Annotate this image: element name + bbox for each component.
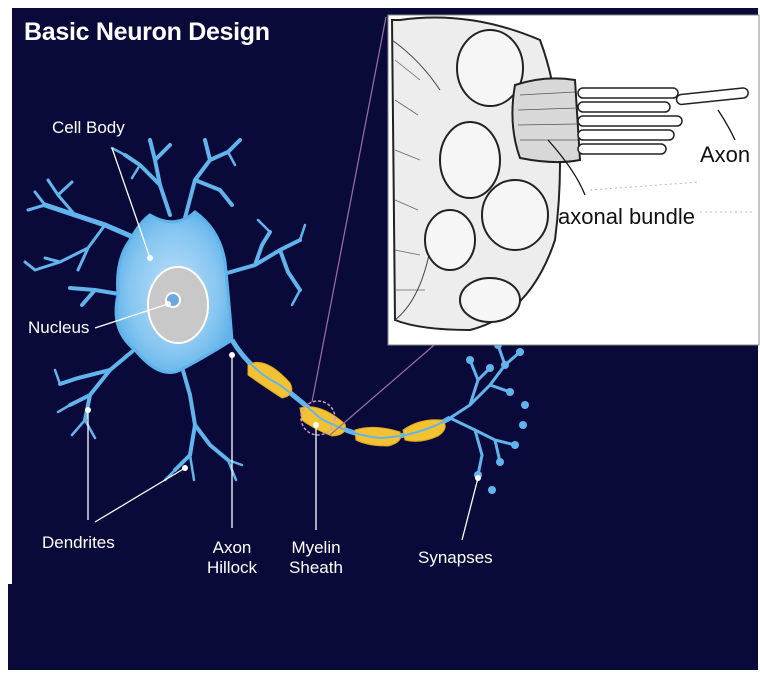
label-cell-body: Cell Body bbox=[52, 118, 125, 138]
label-axon-hillock-line1: Axon bbox=[203, 538, 261, 558]
label-axon-hillock: Axon Hillock bbox=[203, 538, 261, 578]
label-axon-hillock-line2: Hillock bbox=[203, 558, 261, 578]
label-synapses: Synapses bbox=[418, 548, 493, 568]
label-myelin-sheath: Myelin Sheath bbox=[285, 538, 347, 578]
diagram-title: Basic Neuron Design bbox=[24, 18, 270, 47]
inset-label-axonal-bundle: axonal bundle bbox=[558, 204, 695, 230]
inset-label-axon: Axon bbox=[700, 142, 750, 168]
label-myelin-line1: Myelin bbox=[285, 538, 347, 558]
label-dendrites: Dendrites bbox=[42, 533, 115, 553]
label-myelin-line2: Sheath bbox=[285, 558, 347, 578]
axon-bundle-inset bbox=[388, 15, 759, 345]
label-nucleus: Nucleus bbox=[28, 318, 89, 338]
